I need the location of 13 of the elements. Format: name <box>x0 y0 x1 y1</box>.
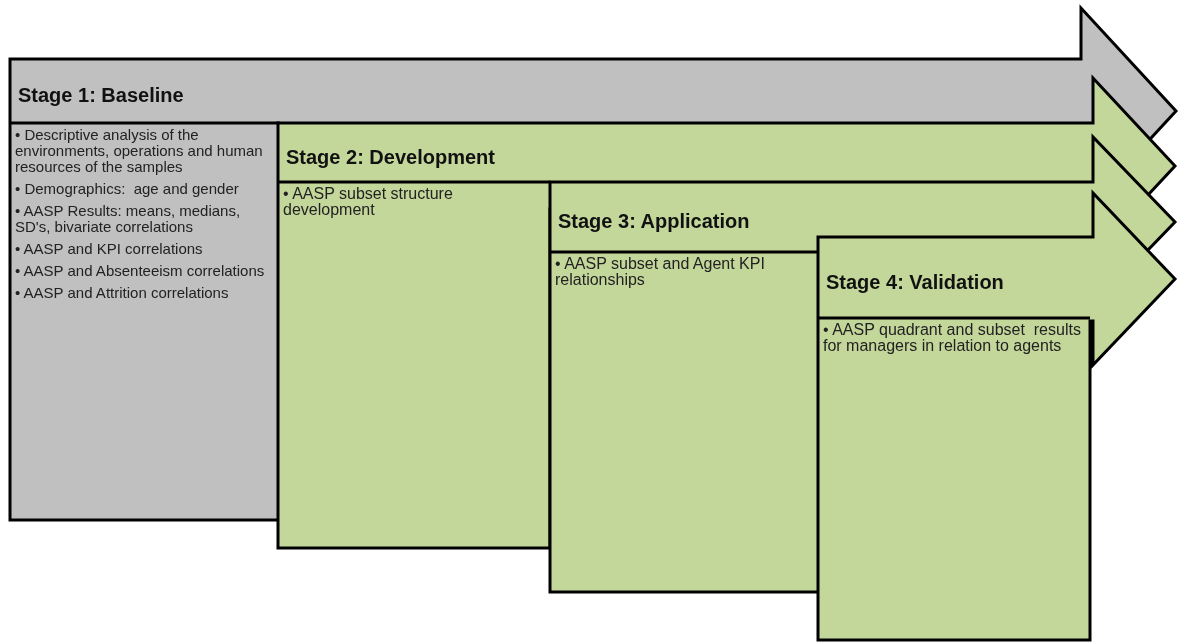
bullet-text: • AASP subset and Agent KPI relationships <box>555 256 766 288</box>
bullet-text: • AASP subset structure development <box>283 186 454 218</box>
bullet-text: • AASP and Attrition correlations <box>15 285 230 301</box>
bullet-text: • AASP and KPI correlations <box>15 241 204 257</box>
bullet-text: • AASP and Absenteeism correlations <box>15 263 266 279</box>
bullet-text: • AASP Results: means, medians, SD's, bivariate correlations <box>15 203 242 235</box>
bullet-text: • Descriptive analysis of the environments, operations and human resources of the samples <box>15 127 264 175</box>
bullet-text: • AASP quadrant and subset results for managers in relation to agents <box>823 322 1082 354</box>
stage-heading: Stage 2: Development <box>286 144 495 169</box>
stage-heading: Stage 1: Baseline <box>18 83 184 107</box>
stage-heading: Stage 3: Application <box>558 209 750 233</box>
bullet-text: • Demographics: age and gender <box>15 181 240 197</box>
stage-heading: Stage 4: Validation <box>826 269 1004 294</box>
